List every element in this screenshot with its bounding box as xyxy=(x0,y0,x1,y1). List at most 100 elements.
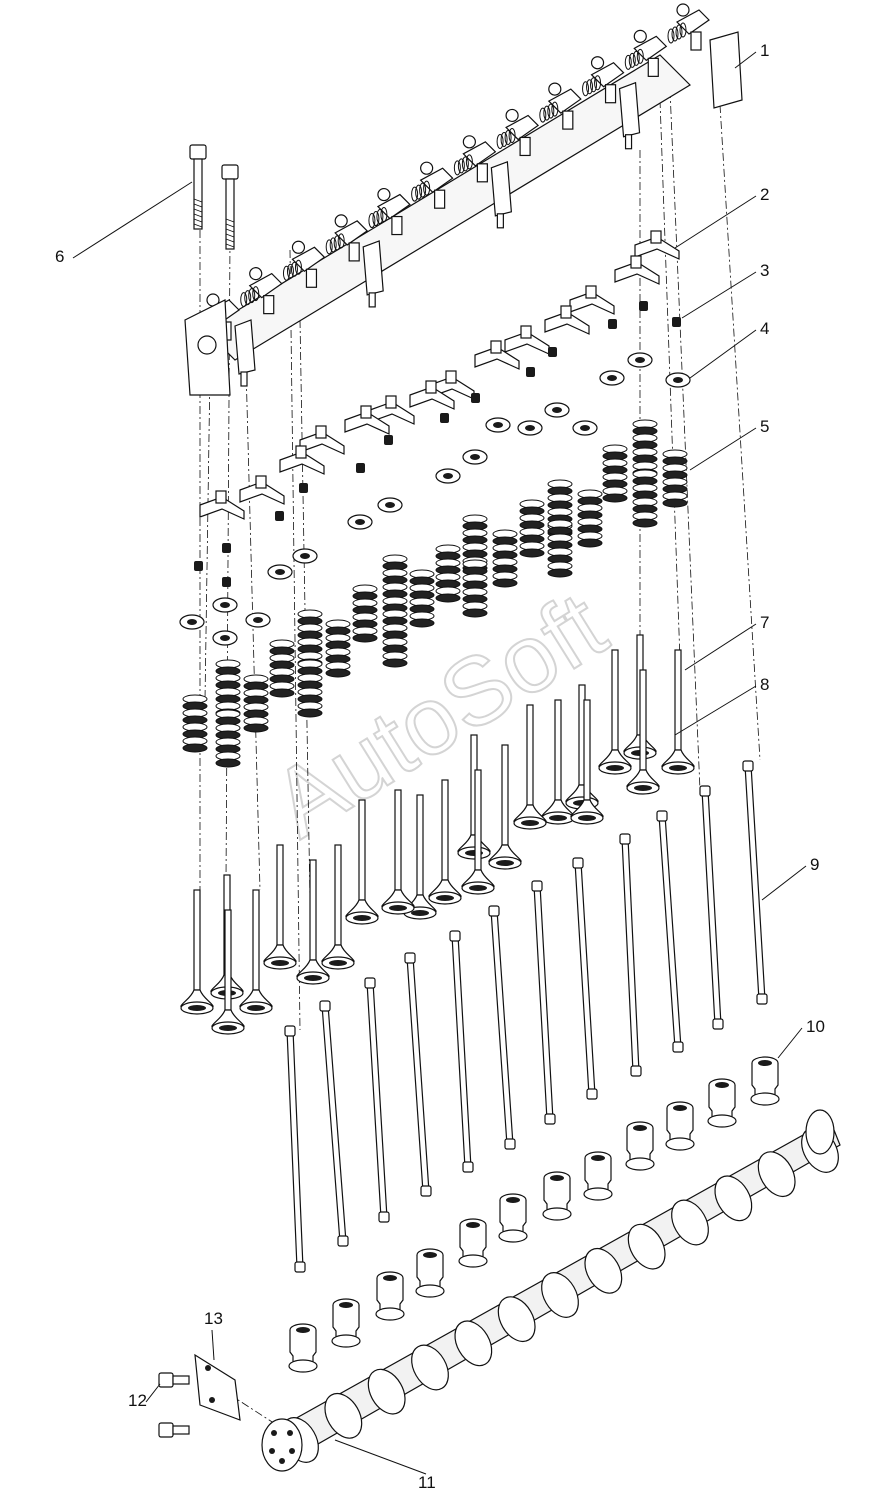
valve-spring xyxy=(409,569,435,628)
valve-bridge xyxy=(474,340,520,370)
engine-valve xyxy=(661,649,695,775)
rocker-arm xyxy=(453,135,513,229)
pushrod xyxy=(619,833,642,1077)
valve-spring xyxy=(215,709,241,768)
thrust-plate-bolt xyxy=(158,1422,190,1438)
pushrod xyxy=(699,785,724,1030)
pushrod xyxy=(531,880,556,1125)
engine-valve xyxy=(180,889,214,1015)
callout-leader-12 xyxy=(145,1383,161,1403)
engine-valve xyxy=(296,859,330,985)
hydraulic-tappet xyxy=(331,1298,361,1348)
rocker-arm xyxy=(368,187,411,236)
valve-spring xyxy=(382,554,408,613)
valve-spring xyxy=(325,619,351,678)
valve-bridge xyxy=(544,305,590,335)
valve-spring xyxy=(269,639,295,698)
valve-spring xyxy=(602,444,628,503)
valve-keeper xyxy=(275,511,284,521)
callout-label-13: 13 xyxy=(204,1309,223,1328)
valve-bridge xyxy=(299,425,345,455)
valve-keeper xyxy=(384,435,393,445)
valve-keeper xyxy=(471,393,480,403)
pushrod xyxy=(572,857,598,1100)
valve-keeper xyxy=(440,413,449,423)
valve-spring xyxy=(492,529,518,588)
callout-label-10: 10 xyxy=(806,1017,825,1036)
engine-valve xyxy=(626,669,660,795)
valve-spring xyxy=(435,544,461,603)
rocker-arm xyxy=(282,240,326,288)
rocker-pedestal xyxy=(362,240,384,296)
cam-lobe xyxy=(324,1392,363,1439)
valve-spring xyxy=(632,419,658,478)
valve-spring xyxy=(243,674,269,733)
hydraulic-tappet xyxy=(750,1056,780,1106)
engine-valve xyxy=(239,889,273,1015)
rocker-arm xyxy=(582,56,641,150)
callout-label-12: 12 xyxy=(128,1391,147,1410)
rocker-arm xyxy=(539,82,582,130)
callout-label-3: 3 xyxy=(760,261,769,280)
cam-lobe xyxy=(454,1320,493,1367)
hydraulic-tappet xyxy=(665,1101,695,1151)
callout-label-2: 2 xyxy=(760,185,769,204)
valve-spring xyxy=(519,499,545,558)
guide-line xyxy=(225,239,231,881)
callout-label-8: 8 xyxy=(760,675,769,694)
engine-valve xyxy=(381,789,415,915)
valve-bridge xyxy=(344,405,390,435)
callout-leader-8 xyxy=(674,685,757,736)
hydraulic-tappet xyxy=(458,1218,488,1268)
callout-label-6: 6 xyxy=(55,247,64,266)
valve-keeper xyxy=(194,561,203,571)
hydraulic-tappet xyxy=(583,1151,613,1201)
engine-valve xyxy=(513,704,547,830)
valve-spring xyxy=(182,694,208,753)
callout-label-11: 11 xyxy=(418,1473,436,1492)
camshaft-front-flange xyxy=(261,1418,303,1472)
callout-leader-5 xyxy=(689,427,757,471)
engine-valve xyxy=(541,699,575,825)
rocker-pedestal xyxy=(234,319,256,375)
hydraulic-tappet xyxy=(542,1171,572,1221)
hydraulic-tappet xyxy=(707,1078,737,1128)
rocker-arm xyxy=(240,267,283,315)
pushrod xyxy=(319,1000,349,1247)
pushrod xyxy=(488,905,516,1150)
valve-spring xyxy=(662,449,688,508)
engine-valve xyxy=(428,779,462,905)
pushrod xyxy=(449,930,474,1173)
callout-label-5: 5 xyxy=(760,417,769,436)
cam-lobe xyxy=(411,1344,449,1391)
cam-lobe xyxy=(757,1151,796,1198)
valve-bridge xyxy=(634,230,680,260)
callout-leader-9 xyxy=(761,865,807,901)
valve-keeper xyxy=(639,301,648,311)
callout-leader-3 xyxy=(681,271,757,319)
hydraulic-tappet xyxy=(288,1323,318,1373)
callout-leader-11 xyxy=(334,1439,427,1475)
callout-label-9: 9 xyxy=(810,855,819,874)
valve-spring xyxy=(577,489,603,548)
valve-bridge xyxy=(614,255,660,285)
callout-leader-6 xyxy=(72,181,193,259)
valve-bridge xyxy=(279,445,325,475)
cam-lobe xyxy=(584,1247,623,1294)
valve-keeper xyxy=(222,577,231,587)
valve-keeper xyxy=(608,319,617,329)
valve-keeper xyxy=(672,317,681,327)
callout-label-7: 7 xyxy=(760,613,769,632)
guide-line xyxy=(659,99,681,661)
rocker-end-bracket xyxy=(709,31,743,109)
valve-bridge xyxy=(199,490,245,520)
guide-line xyxy=(669,89,701,791)
engine-valve xyxy=(345,799,379,925)
callout-leader-10 xyxy=(777,1027,803,1059)
hydraulic-tappet xyxy=(498,1193,528,1243)
pushrod xyxy=(656,810,684,1053)
guide-line xyxy=(204,369,211,701)
valve-bridge xyxy=(504,325,550,355)
callout-leader-2 xyxy=(674,195,757,249)
engine-valve xyxy=(570,699,604,825)
